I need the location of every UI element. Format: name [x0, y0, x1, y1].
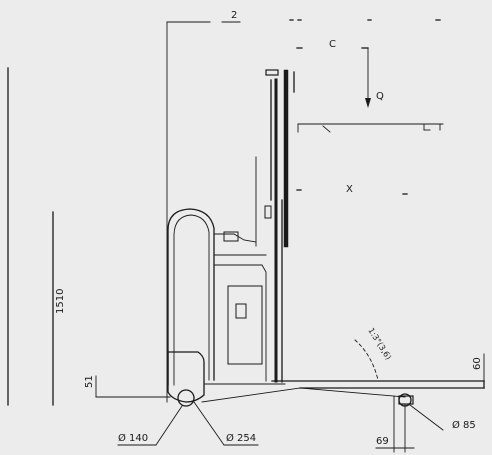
dim-top-label: 2 [231, 10, 237, 21]
dim-h3-label: 60 [472, 357, 483, 370]
fork-underside [299, 387, 406, 398]
load-arrow-head-icon [365, 98, 371, 108]
tilt-arc [354, 339, 379, 381]
dim-wheel-front-label: Ø 140 [118, 432, 148, 444]
load-wheel-bracket [398, 395, 414, 405]
dim-wheel-load-label: Ø 85 [452, 419, 476, 431]
dim-x-label: X [346, 184, 353, 195]
dim-wheel-drive-label: Ø 254 [226, 432, 256, 444]
dim-angle-label: 1:3°(3,6) [366, 326, 393, 361]
battery-cover [227, 285, 263, 365]
dim-c-label: C [329, 39, 336, 50]
chassis-inner-shell [173, 214, 210, 386]
chassis-front-shell [167, 208, 215, 386]
dim-q-label: Q [376, 91, 384, 102]
mast-top-cap [265, 69, 279, 76]
dim-wheel-offset-label: 69 [376, 436, 389, 447]
dim-h1-label: 1510 [55, 289, 66, 314]
drive-unit [167, 351, 205, 403]
dim-h2-label: 51 [84, 375, 95, 388]
load-inner-tick [322, 125, 331, 133]
leader-load-wheel [409, 404, 444, 431]
leader-drive [193, 401, 225, 446]
cover-handle [235, 303, 247, 319]
battery-compartment [213, 264, 267, 382]
cylinder-bracket [264, 205, 272, 219]
front-wheel [177, 389, 195, 407]
tiller-head [223, 231, 239, 242]
ground-slope-line [201, 387, 301, 403]
leader-front [155, 405, 183, 446]
